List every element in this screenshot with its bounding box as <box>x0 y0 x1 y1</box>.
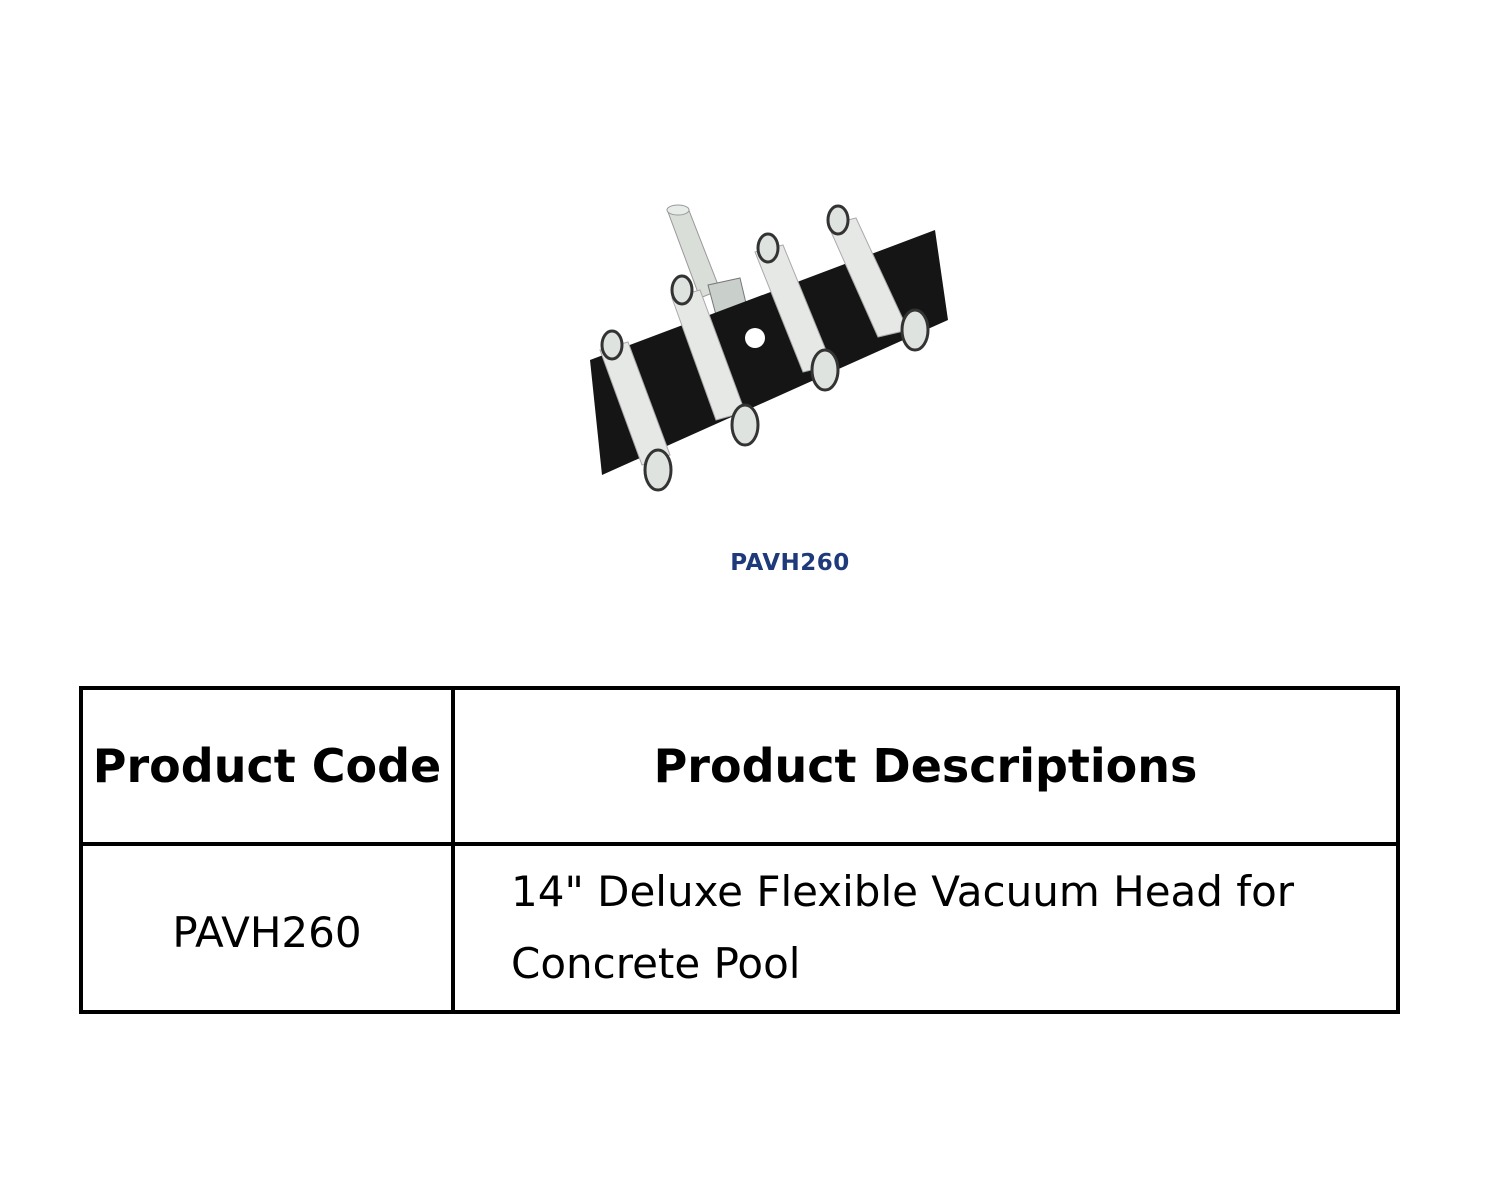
table-header-row: Product Code Product Descriptions <box>79 686 1400 846</box>
wheels <box>600 204 930 492</box>
suction-hole <box>745 328 765 348</box>
header-product-code: Product Code <box>79 686 455 846</box>
header-product-descriptions: Product Descriptions <box>451 686 1400 846</box>
image-caption: PAVH260 <box>730 550 850 576</box>
cell-product-description: 14" Deluxe Flexible Vacuum Head for Conc… <box>451 842 1400 1014</box>
product-table: Product Code Product Descriptions PAVH26… <box>79 686 1400 1014</box>
product-image-vacuum-head <box>590 204 948 492</box>
cell-product-code: PAVH260 <box>79 842 455 1014</box>
table-row: PAVH260 14" Deluxe Flexible Vacuum Head … <box>79 842 1400 1014</box>
